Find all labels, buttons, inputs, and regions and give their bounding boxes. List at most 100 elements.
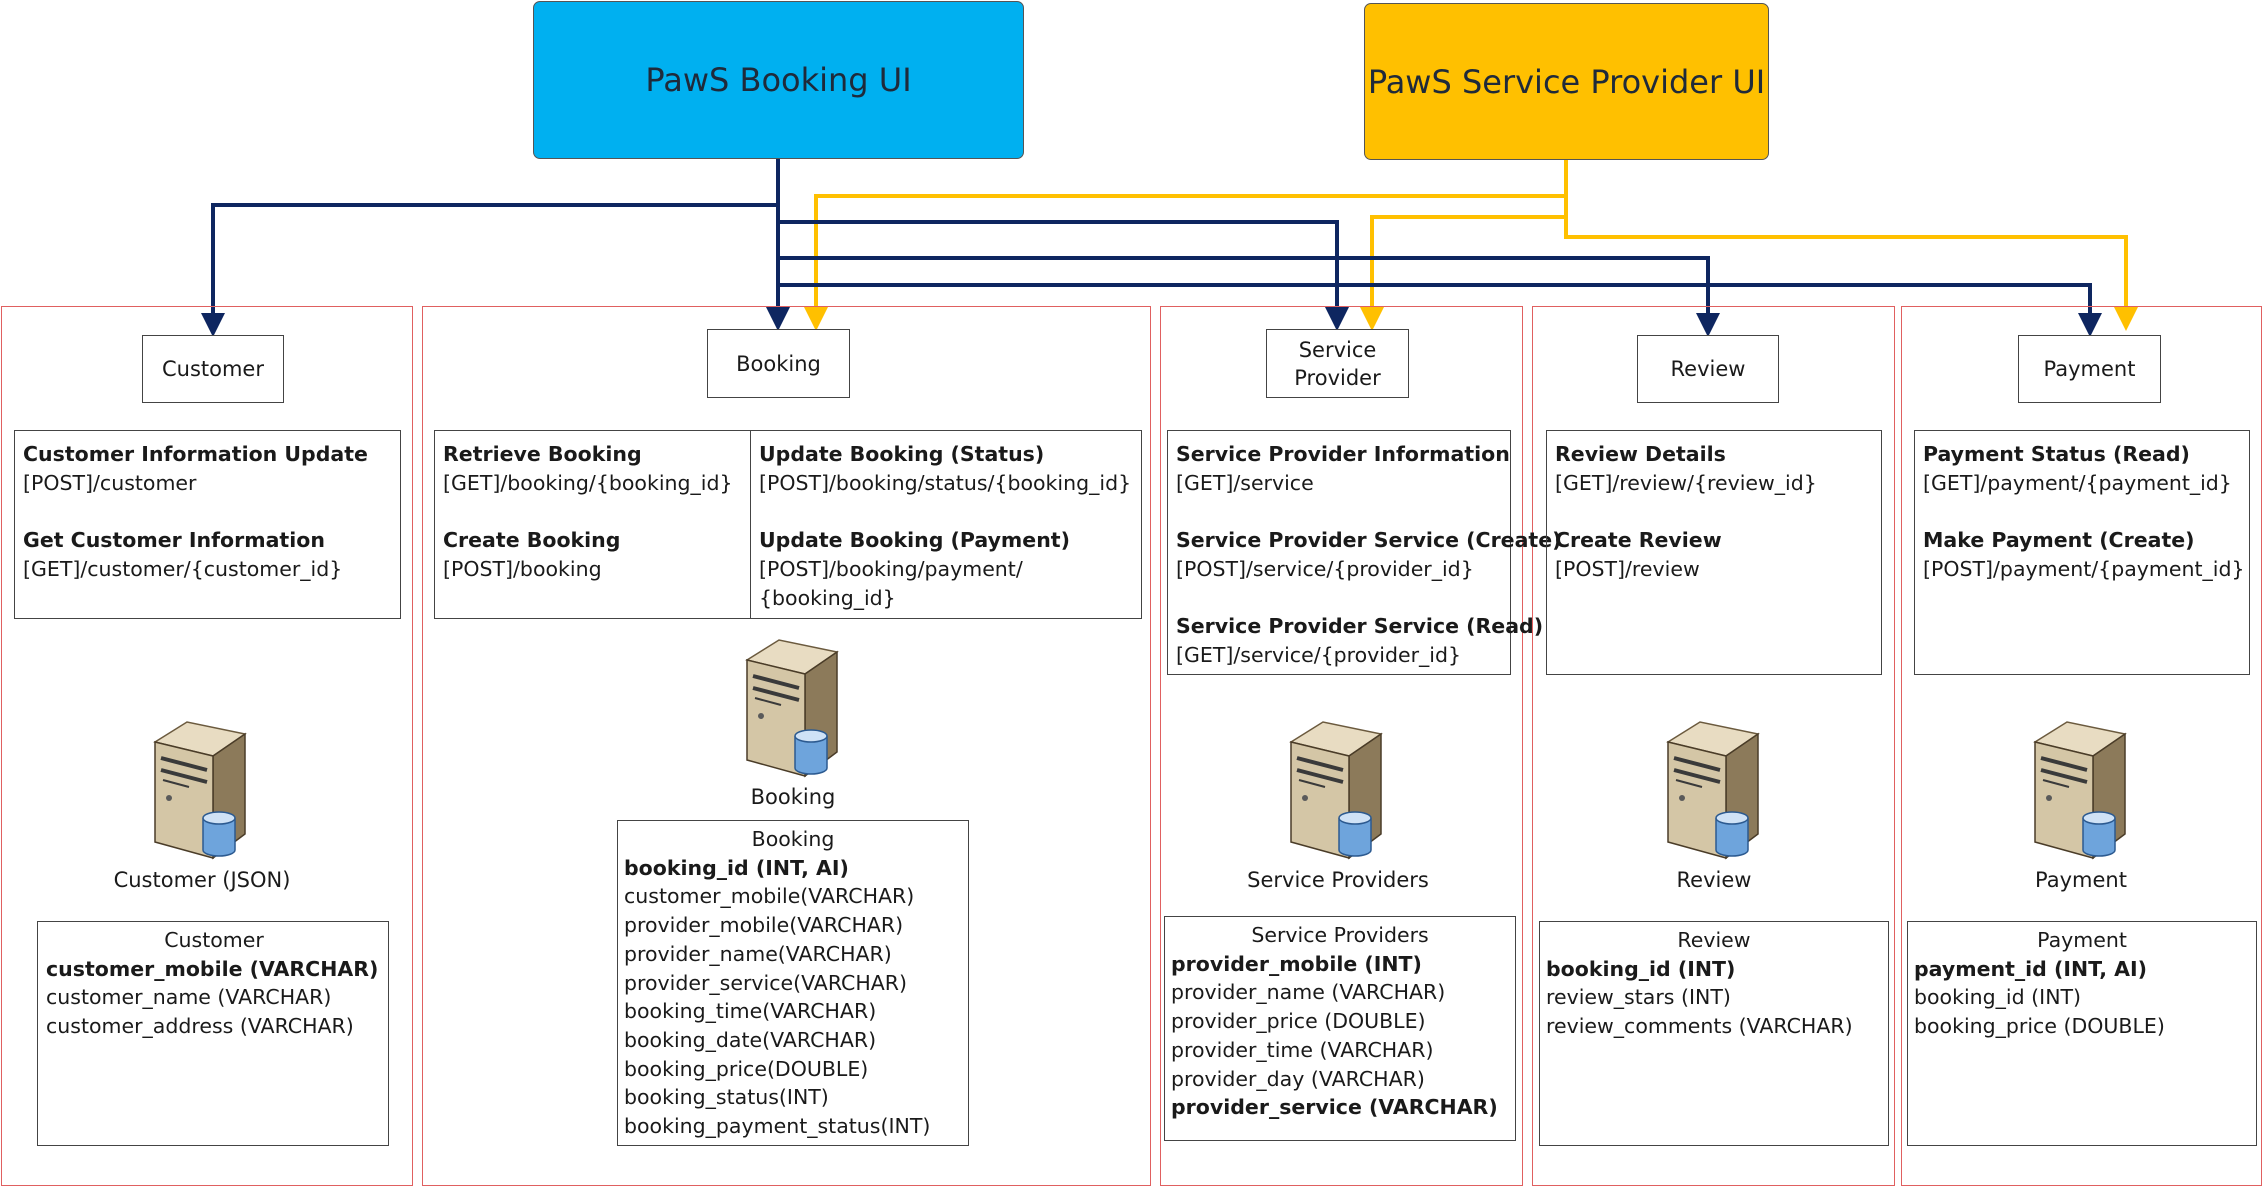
endpoint: Payment Status (Read) [GET]/payment/{pay…: [1923, 440, 2241, 497]
table-field: booking_price(DOUBLE): [624, 1056, 869, 1081]
endpoint-title: Customer Information Update: [23, 442, 368, 466]
endpoint: Customer Information Update [POST]/custo…: [23, 440, 392, 497]
table-title: Review: [1677, 928, 1751, 952]
booking-endpoints-left: Retrieve Booking [GET]/booking/{booking_…: [435, 431, 751, 618]
table-field: booking_time(VARCHAR): [624, 999, 877, 1024]
endpoint-path: [GET]/review/{review_id}: [1555, 470, 1817, 495]
customer-db-label: Customer (JSON): [113, 868, 291, 892]
provider-db-label: Service Providers: [1247, 868, 1429, 892]
endpoint: Create Booking [POST]/booking: [443, 526, 742, 583]
endpoint: Get Customer Information [GET]/customer/…: [23, 526, 392, 583]
database-server-icon: [153, 721, 247, 860]
database-server-icon: [1289, 721, 1383, 860]
review-table-box: Review booking_id (INT) review_stars (IN…: [1539, 921, 1889, 1146]
provider-ui-to-payment-line: [1564, 217, 2138, 331]
endpoint-path: [GET]/booking/{booking_id}: [443, 470, 733, 495]
table-title: Payment: [2037, 928, 2127, 952]
review-endpoints-box: Review Details [GET]/review/{review_id} …: [1546, 430, 1882, 675]
booking-service-box: Booking: [707, 329, 850, 398]
table-field: booking_status(INT): [624, 1085, 829, 1110]
endpoint-title: Retrieve Booking: [443, 442, 642, 466]
booking-table-box: Booking booking_id (INT, AI) customer_mo…: [617, 820, 969, 1146]
endpoint-title: Service Provider Service (Read): [1176, 614, 1544, 639]
provider-ui-box: PawS Service Provider UI: [1364, 3, 1769, 160]
endpoint-title: Create Booking: [443, 528, 621, 553]
table-field: customer_address (VARCHAR): [46, 1014, 354, 1039]
endpoint-path: [GET]/customer/{customer_id}: [23, 556, 343, 581]
endpoint: Review Details [GET]/review/{review_id}: [1555, 440, 1873, 497]
endpoint-title: Make Payment (Create): [1923, 528, 2195, 553]
table-field: provider_mobile (INT): [1171, 951, 1422, 976]
payment-db-label: Payment: [2035, 868, 2127, 892]
booking-endpoints-right: Update Booking (Status) [POST]/booking/s…: [751, 431, 1141, 618]
booking-service-name: Booking: [736, 351, 821, 376]
table-field: booking_id (INT): [1914, 985, 2082, 1010]
table-field: review_stars (INT): [1546, 985, 1731, 1010]
provider-service-box: Service Provider: [1266, 329, 1409, 398]
endpoint-title: Payment Status (Read): [1923, 442, 2190, 466]
provider-endpoints-box: Service Provider Information [GET]/servi…: [1167, 430, 1562, 675]
booking-ui-to-payment-line: [778, 283, 2102, 337]
endpoint-path: [GET]/service/{provider_id}: [1176, 642, 1462, 667]
review-service-box: Review: [1637, 335, 1779, 403]
provider-ui-title: PawS Service Provider UI: [1367, 62, 1766, 101]
endpoint-title: Get Customer Information: [23, 528, 325, 553]
customer-service-name: Customer: [161, 357, 264, 381]
endpoint-path: [POST]/review: [1555, 556, 1700, 581]
table-field: customer_mobile (VARCHAR): [46, 956, 379, 981]
table-title: Booking: [751, 827, 835, 851]
endpoint-path: [POST]/booking/payment/ {booking_id}: [759, 556, 1023, 610]
booking-ui-title: PawS Booking UI: [645, 61, 912, 99]
payment-table-box: Payment payment_id (INT, AI) booking_id …: [1907, 921, 2257, 1146]
payment-service-box: Payment: [2018, 335, 2161, 403]
endpoint: Create Review [POST]/review: [1555, 526, 1873, 583]
endpoint-path: [GET]/service: [1176, 470, 1314, 495]
endpoint-title: Review Details: [1555, 442, 1726, 466]
table-field: provider_price (DOUBLE): [1171, 1009, 1426, 1034]
customer-endpoints-box: Customer Information Update [POST]/custo…: [14, 430, 401, 619]
database-server-icon: [1666, 721, 1760, 860]
table-field: booking_id (INT, AI): [624, 855, 849, 880]
table-field: review_comments (VARCHAR): [1546, 1014, 1853, 1039]
endpoint-title: Update Booking (Payment): [759, 528, 1070, 553]
table-field: provider_day (VARCHAR): [1171, 1066, 1425, 1091]
booking-endpoints-box: Retrieve Booking [GET]/booking/{booking_…: [434, 430, 1142, 619]
table-field: payment_id (INT, AI): [1914, 956, 2147, 981]
table-field: booking_id (INT): [1546, 956, 1736, 981]
payment-endpoints-box: Payment Status (Read) [GET]/payment/{pay…: [1914, 430, 2250, 675]
table-field: provider_service(VARCHAR): [624, 970, 908, 995]
table-field: customer_name (VARCHAR): [46, 985, 332, 1010]
table-field: provider_name (VARCHAR): [1171, 980, 1446, 1005]
booking-ui-to-review-line: [778, 256, 1720, 337]
endpoint-path: [POST]/booking: [443, 556, 602, 581]
endpoint: Update Booking (Status) [POST]/booking/s…: [759, 440, 1133, 497]
booking-ui-to-service-provider-line: [778, 220, 1349, 331]
endpoint-path: [POST]/service/{provider_id}: [1176, 556, 1474, 581]
endpoint-path: [POST]/payment/{payment_id}: [1923, 556, 2245, 581]
payment-service-name: Payment: [2043, 357, 2136, 381]
provider-ui-to-service-provider-line: [1360, 196, 1568, 331]
customer-table-box: Customer customer_mobile (VARCHAR) custo…: [37, 921, 389, 1146]
endpoint-title: Service Provider Information: [1176, 442, 1510, 466]
customer-service-box: Customer: [142, 335, 284, 403]
endpoint-title: Service Provider Service (Create): [1176, 528, 1562, 553]
endpoint-title: Update Booking (Status): [759, 442, 1045, 466]
endpoint-path: [POST]/customer: [23, 470, 197, 495]
endpoint: Service Provider Service (Read) [GET]/se…: [1176, 612, 1544, 669]
booking-db-label: Booking: [750, 785, 836, 809]
table-field: provider_mobile(VARCHAR): [624, 913, 904, 938]
provider-table-box: Service Providers provider_mobile (INT) …: [1164, 916, 1516, 1141]
database-server-icon: [2033, 721, 2127, 860]
table-title: Service Providers: [1251, 923, 1429, 947]
table-field: provider_name(VARCHAR): [624, 941, 892, 966]
table-field: booking_date(VARCHAR): [624, 1027, 877, 1052]
endpoint: Service Provider Information [GET]/servi…: [1176, 440, 1510, 497]
table-field: provider_time (VARCHAR): [1171, 1037, 1434, 1062]
review-db-label: Review: [1676, 868, 1752, 892]
endpoint: Update Booking (Payment) [POST]/booking/…: [759, 526, 1133, 612]
booking-ui-box: PawS Booking UI: [533, 1, 1024, 159]
table-field: customer_mobile(VARCHAR): [624, 884, 915, 909]
database-server-icon: [745, 639, 839, 778]
table-field: booking_price (DOUBLE): [1914, 1014, 2165, 1039]
